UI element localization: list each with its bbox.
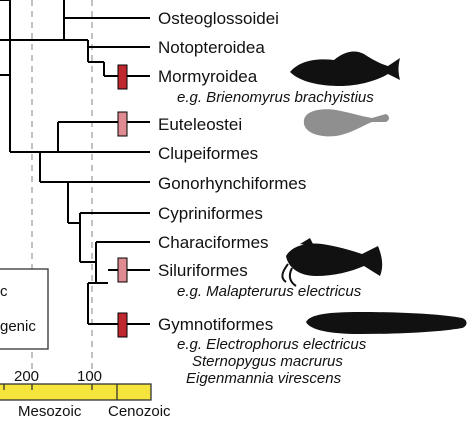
catfish-silhouette-icon <box>281 238 383 287</box>
gonorhynchiformes-branch <box>67 181 150 223</box>
legend-line-1: c <box>0 283 8 300</box>
notopteroid-node <box>0 39 104 63</box>
example-siluriformes: e.g. Malapterurus electricus <box>177 283 362 300</box>
legend-box: c genic <box>0 268 49 350</box>
siluriformes-branch <box>96 269 150 284</box>
example-gymnotiformes-eigenmannia: Eigenmannia virescens <box>186 370 342 387</box>
timeline-bar <box>0 383 152 401</box>
taxon-siluriformes: Siluriformes <box>158 261 248 280</box>
euteleost-clupeiform-node <box>40 121 150 153</box>
electric-origin-marker-gymnotiformes <box>117 312 128 338</box>
legend-line-2: genic <box>0 318 36 335</box>
timeline-tick-100: 100 <box>77 368 102 385</box>
phylogenetic-tree <box>0 0 150 325</box>
example-mormyroidea: e.g. Brienomyrus brachyistius <box>177 89 374 106</box>
taxon-gonorhynchiformes: Gonorhynchiformes <box>158 174 306 193</box>
cypriniformes-branch <box>68 212 150 262</box>
root-branch <box>0 0 40 153</box>
taxon-euteleostei: Euteleostei <box>158 115 242 134</box>
taxon-characiformes: Characiformes <box>158 233 269 252</box>
taxon-osteoglossoidei: Osteoglossoidei <box>158 9 279 28</box>
characiformes-branch <box>80 241 150 283</box>
timeline-tick-200: 200 <box>14 368 39 385</box>
example-gymnotiformes-electrophorus: e.g. Electrophorus electricus <box>177 336 367 353</box>
electric-origin-marker-mormyroidea <box>117 64 128 90</box>
electric-origin-marker-euteleostei <box>117 111 128 137</box>
taxon-gymnotiformes: Gymnotiformes <box>158 315 273 334</box>
era-cenozoic-label: Cenozoic <box>108 403 171 420</box>
osteoglossomorph-branch <box>63 0 150 41</box>
electric-origin-marker-siluriformes <box>117 257 128 283</box>
tadpole-fish-silhouette-icon <box>303 109 389 137</box>
taxon-notopteroidea: Notopteroidea <box>158 38 265 57</box>
taxon-clupeiformes: Clupeiformes <box>158 144 258 163</box>
elephantnose-fish-silhouette-icon <box>290 51 400 86</box>
example-gymnotiformes-sternopygus: Sternopygus macrurus <box>192 353 343 370</box>
electric-eel-silhouette-icon <box>306 312 467 334</box>
era-mesozoic-label: Mesozoic <box>18 403 82 420</box>
taxon-cypriniformes: Cypriniformes <box>158 204 263 223</box>
taxon-mormyroidea: Mormyroidea <box>158 67 258 86</box>
